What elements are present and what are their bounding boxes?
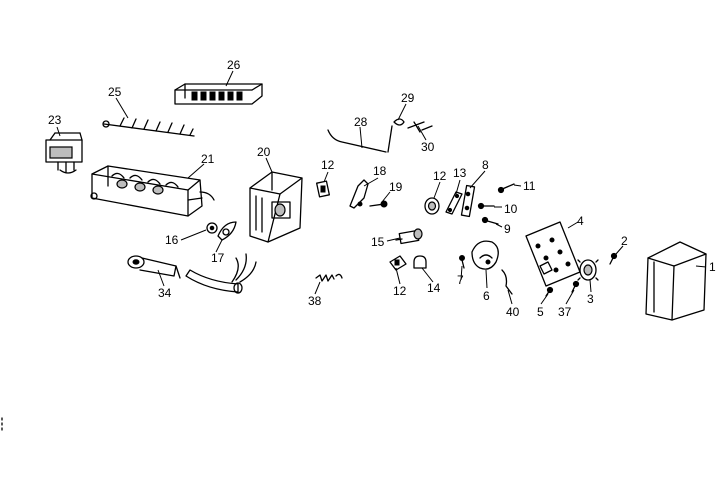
- part-4-mounting-plate: [525, 221, 581, 287]
- part-1-cover: [645, 241, 707, 321]
- callout-18: 18: [373, 164, 387, 178]
- callout-19: 19: [389, 180, 403, 194]
- callout-9: 9: [504, 222, 511, 236]
- part-40-wire-clip: [501, 269, 513, 295]
- callout-6: 6: [483, 289, 490, 303]
- part-8-contact: [460, 184, 476, 218]
- part-7-screw: [459, 255, 465, 269]
- callout-34: 34: [158, 286, 172, 300]
- part-18-lever: [349, 179, 369, 209]
- part-3-gear: [577, 259, 599, 281]
- part-23-motor-box: [45, 132, 83, 174]
- part-16-nut: [206, 222, 218, 234]
- part-12-gear-b: [424, 197, 440, 215]
- callout-14: 14: [427, 281, 441, 295]
- part-9-screw: [481, 216, 499, 225]
- callout-8: 8: [482, 158, 489, 172]
- callout-37: 37: [558, 305, 572, 319]
- part-heater-tube: [185, 253, 257, 294]
- part-13-link: [445, 191, 463, 215]
- part-19-screw: [369, 200, 388, 208]
- callout-16: 16: [165, 233, 179, 247]
- callout-12a: 12: [321, 158, 335, 172]
- part-6-timing-cam: [471, 240, 499, 270]
- part-11-screw: [497, 183, 515, 194]
- part-20-housing: [249, 171, 303, 243]
- callout-25: 25: [108, 85, 122, 99]
- callout-13: 13: [453, 166, 467, 180]
- callout-21: 21: [201, 152, 215, 166]
- callout-40: 40: [506, 305, 520, 319]
- callout-29: 29: [401, 91, 415, 105]
- part-30-pin: [407, 121, 433, 133]
- part-34-fill-cup: [127, 255, 181, 279]
- part-29-clip: [393, 118, 405, 126]
- callout-12c: 12: [393, 284, 407, 298]
- part-17-cam: [217, 221, 237, 241]
- callout-28: 28: [354, 115, 368, 129]
- part-12-bracket-c: [389, 255, 407, 271]
- callout-23: 23: [48, 113, 62, 127]
- part-12-bracket-a: [316, 180, 330, 198]
- part-21-ice-mold: [90, 165, 215, 217]
- part-10-screw: [477, 202, 495, 210]
- part-14-clip: [413, 255, 427, 269]
- part-15-thermostat: [395, 228, 423, 245]
- part-25-ejector-blade: [102, 117, 195, 137]
- part-26-stripper-rail: [174, 83, 263, 105]
- callout-11: 11: [523, 179, 536, 193]
- callout-5: 5: [537, 305, 544, 319]
- callout-7: 7: [457, 273, 464, 287]
- callout-15: 15: [371, 235, 385, 249]
- part-2-screw: [609, 252, 618, 265]
- part-38-spring: [315, 273, 343, 282]
- leader-lines: [56, 70, 707, 305]
- callout-4: 4: [577, 214, 584, 228]
- part-5-screw: [545, 286, 554, 297]
- callout-38: 38: [308, 294, 322, 308]
- callout-20: 20: [257, 145, 271, 159]
- callout-17: 17: [211, 251, 225, 265]
- part-28-shutoff-arm: [327, 125, 393, 153]
- part-37-screw: [571, 280, 580, 293]
- callout-12b: 12: [433, 169, 447, 183]
- callout-10: 10: [504, 202, 518, 216]
- callout-26: 26: [227, 58, 241, 72]
- callout-30: 30: [421, 140, 435, 154]
- callout-2: 2: [621, 234, 628, 248]
- callout-labels: 1 2 3 4 5 6 7 8 9 10 11 12 12 12 13 14 1…: [48, 58, 716, 319]
- callout-1: 1: [709, 260, 716, 274]
- callout-3: 3: [587, 292, 594, 306]
